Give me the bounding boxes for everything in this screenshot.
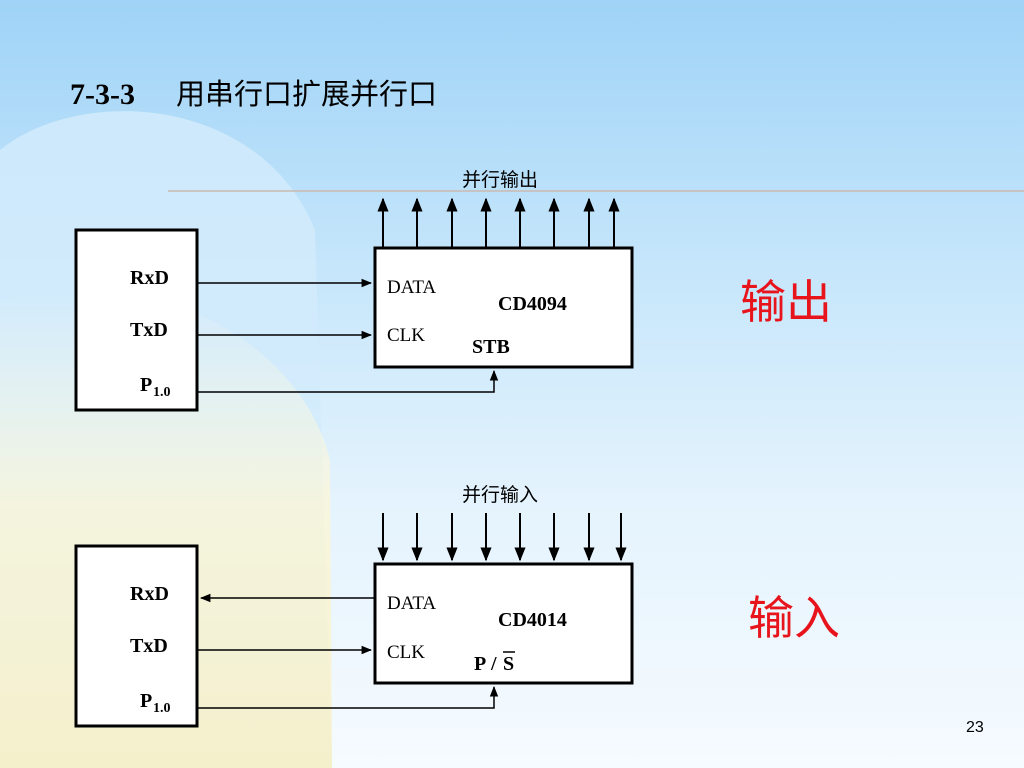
slide-title-number: 7-3-3 bbox=[70, 78, 135, 111]
input-chip-pin-clk: CLK bbox=[387, 642, 425, 663]
input-wire-p10-to-ps bbox=[197, 685, 499, 709]
output-wire-p10-to-stb bbox=[197, 369, 499, 393]
input-chip-pin-slash: / bbox=[490, 653, 497, 675]
output-mcu-box bbox=[74, 228, 199, 412]
input-mcu-box bbox=[74, 544, 199, 728]
slide-title-text: 用串行口扩展并行口 bbox=[176, 77, 437, 111]
output-mcu-pin-p: P bbox=[140, 374, 152, 396]
output-side-label: 输出 bbox=[740, 275, 832, 329]
input-chip-name: CD4014 bbox=[498, 609, 567, 631]
output-mcu-pin-rxd: RxD bbox=[130, 267, 169, 289]
output-circuit: RxD TxD P 1.0 DATA CD4094 CLK STB 并行输出 输… bbox=[74, 169, 832, 412]
output-mcu-pin-txd: TxD bbox=[130, 319, 168, 341]
input-bus-label: 并行输入 bbox=[462, 484, 538, 506]
output-chip-pin-data: DATA bbox=[387, 277, 436, 298]
input-mcu-pin-rxd: RxD bbox=[130, 583, 169, 605]
output-chip-pin-stb: STB bbox=[472, 336, 510, 358]
input-circuit: RxD TxD P 1.0 DATA CD4014 CLK P / S 并行输入… bbox=[74, 484, 840, 728]
input-chip-pin-p: P bbox=[474, 653, 486, 675]
input-chip-box bbox=[373, 562, 634, 685]
input-side-label: 输入 bbox=[748, 591, 840, 645]
output-bus-label: 并行输出 bbox=[462, 169, 538, 191]
output-mcu-pin-p-subscript: 1.0 bbox=[153, 385, 171, 400]
output-chip-pin-clk: CLK bbox=[387, 325, 425, 346]
page-number: 23 bbox=[966, 719, 984, 736]
input-chip-pin-data: DATA bbox=[387, 593, 436, 614]
output-chip-name: CD4094 bbox=[498, 293, 567, 315]
input-chip-pin-s: S bbox=[503, 653, 514, 675]
input-mcu-pin-p-subscript: 1.0 bbox=[153, 701, 171, 716]
input-mcu-pin-txd: TxD bbox=[130, 635, 168, 657]
input-mcu-pin-p: P bbox=[140, 690, 152, 712]
output-chip-box bbox=[373, 246, 634, 369]
